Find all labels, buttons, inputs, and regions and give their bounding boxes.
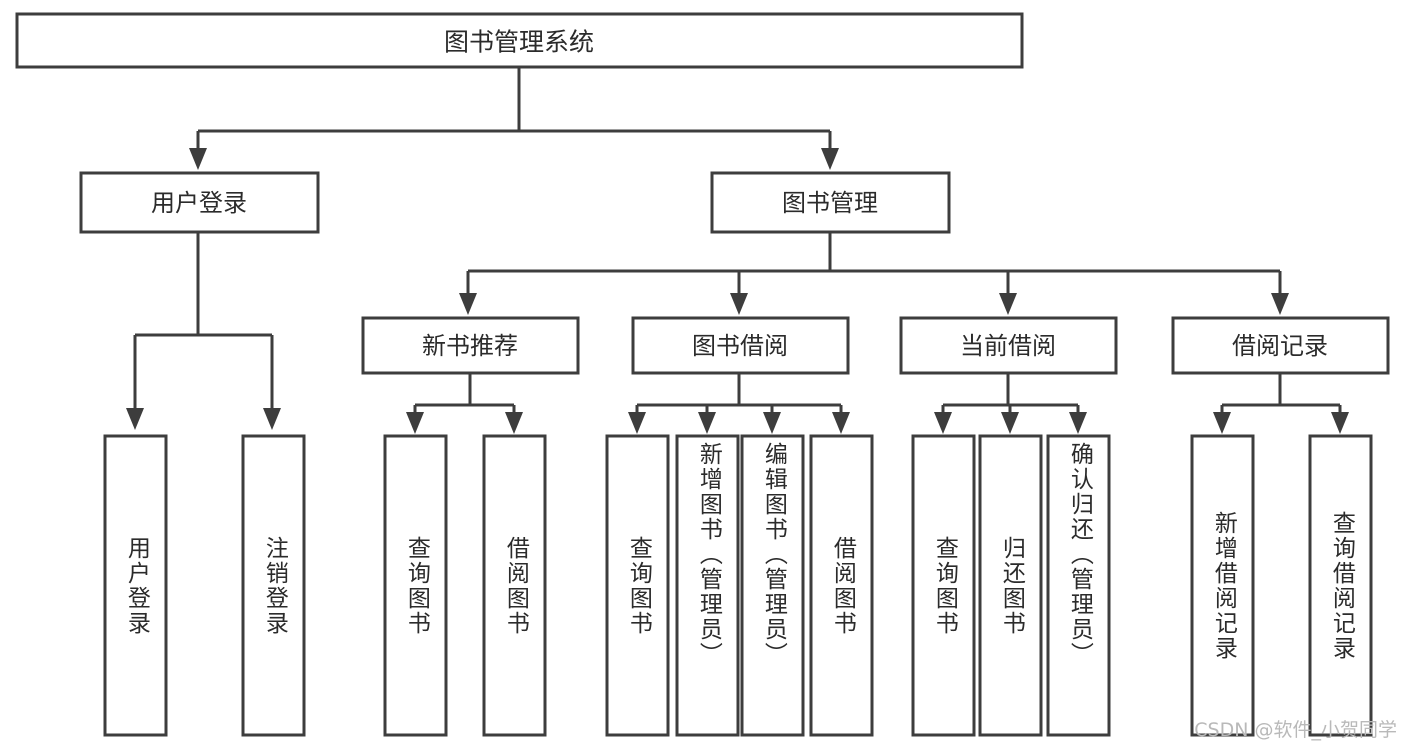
- node-current-borrow[interactable]: 当前借阅: [899, 316, 1118, 375]
- arrow-head-icon: [934, 412, 952, 434]
- arrow-head-icon: [1069, 412, 1087, 434]
- arrow-head-icon: [1001, 412, 1019, 434]
- node-leaf-edit-book[interactable]: [740, 434, 805, 737]
- node-leaf-borrow-book-2[interactable]: [809, 434, 874, 737]
- node-leaf-return-book[interactable]: [978, 434, 1043, 737]
- node-book-management[interactable]: 图书管理: [710, 171, 951, 234]
- arrow-head-icon: [505, 412, 523, 434]
- arrow-head-icon: [189, 148, 207, 170]
- arrow-head-icon: [406, 412, 424, 434]
- arrow-head-icon: [1271, 293, 1289, 315]
- node-root[interactable]: 图书管理系统: [15, 12, 1024, 69]
- node-leaf-confirm-return[interactable]: [1046, 434, 1111, 737]
- node-leaf-add-book[interactable]: [675, 434, 740, 737]
- node-leaf-query-book-2[interactable]: [605, 434, 670, 737]
- node-leaf-query-book-1[interactable]: [383, 434, 448, 737]
- node-leaf-user-login[interactable]: [103, 434, 168, 737]
- arrow-head-icon: [126, 408, 144, 430]
- node-book-management-label: 图书管理: [782, 189, 878, 217]
- node-book-borrow-label: 图书借阅: [692, 332, 788, 360]
- node-borrow-records-label: 借阅记录: [1232, 332, 1328, 360]
- arrow-head-icon: [832, 412, 850, 434]
- node-borrow-records[interactable]: 借阅记录: [1171, 316, 1390, 375]
- node-leaf-query-record[interactable]: [1308, 434, 1373, 737]
- node-new-book-recommend[interactable]: 新书推荐: [361, 316, 580, 375]
- connector-user-login-to-leaves: [126, 232, 281, 430]
- connector-book-borrow-to-leaves: [628, 373, 850, 434]
- node-leaf-borrow-book-1[interactable]: [482, 434, 547, 737]
- arrow-head-icon: [698, 412, 716, 434]
- arrow-head-icon: [1331, 412, 1349, 434]
- connector-borrow-records-to-leaves: [1213, 373, 1349, 434]
- arrow-head-icon: [628, 412, 646, 434]
- arrow-head-icon: [1213, 412, 1231, 434]
- connector-new-book-recommend-to-leaves: [406, 373, 523, 434]
- node-current-borrow-label: 当前借阅: [960, 332, 1056, 360]
- arrow-head-icon: [459, 293, 477, 315]
- node-user-login-label: 用户登录: [151, 189, 247, 217]
- node-leaf-logout[interactable]: [241, 434, 306, 737]
- arrow-head-icon: [999, 293, 1017, 315]
- connector-root-to-level2: [189, 67, 839, 170]
- connector-current-borrow-to-leaves: [934, 373, 1087, 434]
- node-root-label: 图书管理系统: [444, 28, 594, 57]
- connector-book-management-to-level3: [459, 232, 1289, 315]
- node-leaf-query-book-3[interactable]: [911, 434, 976, 737]
- arrow-head-icon: [730, 293, 748, 315]
- node-new-book-recommend-label: 新书推荐: [422, 332, 518, 360]
- arrow-head-icon: [263, 408, 281, 430]
- arrow-head-icon: [763, 412, 781, 434]
- arrow-head-icon: [821, 148, 839, 170]
- node-book-borrow[interactable]: 图书借阅: [631, 316, 850, 375]
- node-leaf-add-record[interactable]: [1190, 434, 1255, 737]
- node-user-login[interactable]: 用户登录: [79, 171, 320, 234]
